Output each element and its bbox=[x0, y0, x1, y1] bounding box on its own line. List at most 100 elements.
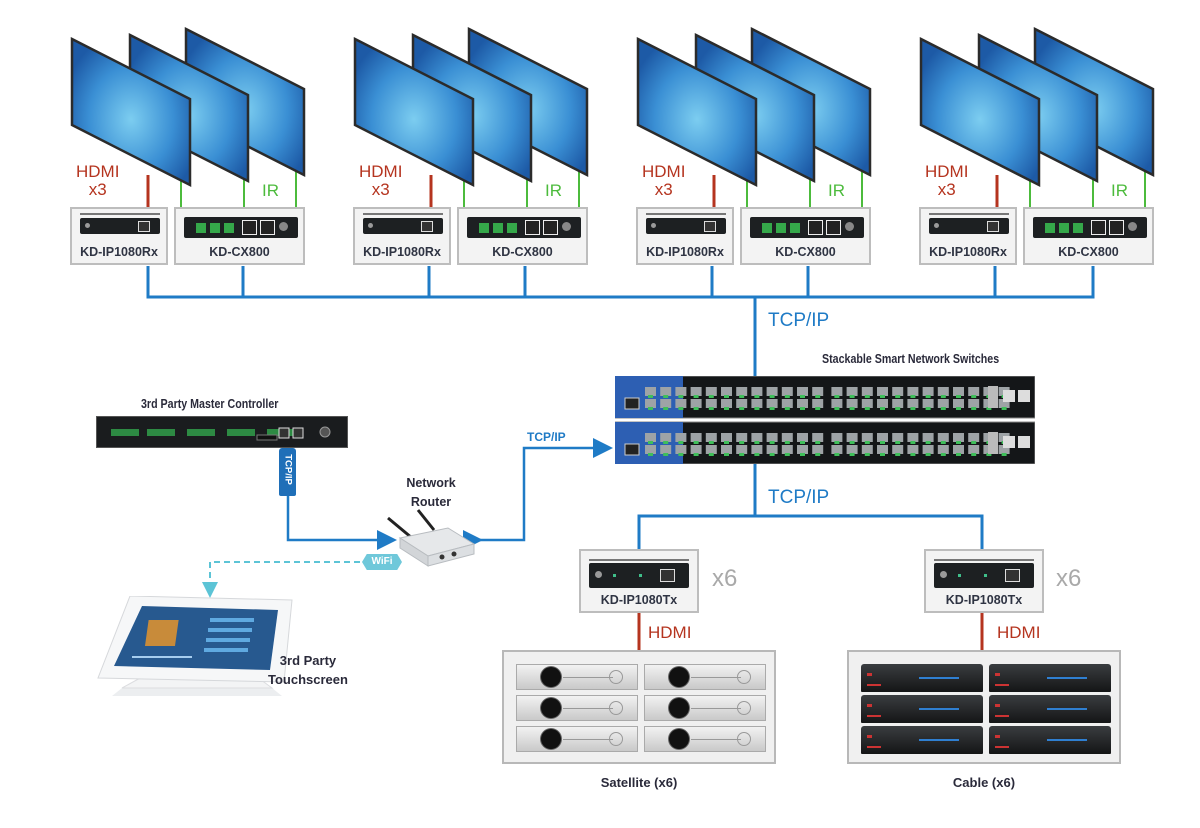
receiver-unit-image bbox=[80, 218, 160, 234]
satellite-receiver bbox=[516, 726, 638, 752]
switch-caption: Stackable Smart Network Switches bbox=[822, 351, 1000, 366]
display-screen bbox=[919, 36, 1041, 188]
network-router-device bbox=[378, 508, 478, 568]
wifi-tag-text: WiFi bbox=[371, 556, 393, 567]
router-to-switch-link bbox=[463, 438, 613, 550]
tcp-ip-label-top: TCP/IP bbox=[768, 310, 830, 331]
hdmi-count: x3 bbox=[654, 180, 673, 199]
ir-label: IR bbox=[262, 181, 279, 200]
tcp-ip-label-bottom: TCP/IP bbox=[768, 487, 830, 508]
satellite-receiver bbox=[644, 726, 766, 752]
transmitter-unit-image bbox=[934, 563, 1034, 588]
router-caption-line2: Router bbox=[410, 495, 452, 509]
transmitter-device: KD-IP1080Tx bbox=[579, 549, 699, 613]
cable-box bbox=[989, 726, 1111, 754]
router-caption-line1: Network bbox=[406, 476, 456, 490]
hdmi-label-text: HDMI bbox=[642, 162, 686, 181]
control-device: KD-CX800 bbox=[457, 207, 588, 265]
wifi-link bbox=[202, 561, 400, 598]
tx-split bbox=[637, 514, 984, 550]
hdmi-label: HDMI bbox=[648, 623, 692, 642]
control-unit-image bbox=[1033, 217, 1147, 238]
control-device: KD-CX800 bbox=[1023, 207, 1154, 265]
router-antenna bbox=[387, 516, 413, 540]
control-device: KD-CX800 bbox=[740, 207, 871, 265]
ir-label: IR bbox=[1111, 181, 1128, 200]
hdmi-count: x3 bbox=[88, 180, 107, 199]
satellite-receiver bbox=[516, 664, 638, 690]
touchscreen-caption-line1: 3rd Party bbox=[279, 653, 337, 668]
receiver-unit-image bbox=[363, 218, 443, 234]
hdmi-label: HDMI bbox=[997, 623, 1041, 642]
receiver-device: KD-IP1080Rx bbox=[636, 207, 734, 265]
control-unit-image bbox=[750, 217, 864, 238]
hdmi-label-text: HDMI bbox=[925, 162, 969, 181]
receiver-device: KD-IP1080Rx bbox=[919, 207, 1017, 265]
cable-box bbox=[989, 695, 1111, 723]
hdmi-label-text: HDMI bbox=[359, 162, 403, 181]
receiver-device: KD-IP1080Rx bbox=[353, 207, 451, 265]
ir-label: IR bbox=[545, 181, 562, 200]
receiver-model: KD-IP1080Rx bbox=[646, 245, 724, 259]
satellite-caption: Satellite (x6) bbox=[600, 775, 678, 790]
ir-label: IR bbox=[828, 181, 845, 200]
master-controller-caption: 3rd Party Master Controller bbox=[141, 396, 279, 411]
cable-box bbox=[861, 695, 983, 723]
hdmi-count: x3 bbox=[937, 180, 956, 199]
control-unit-image bbox=[467, 217, 581, 238]
tcp-ip-label-router-link: TCP/IP bbox=[527, 430, 566, 444]
satellite-receiver bbox=[644, 664, 766, 690]
bus-drops bbox=[241, 266, 997, 297]
control-model: KD-CX800 bbox=[1058, 245, 1119, 259]
display-screen bbox=[353, 36, 475, 188]
receiver-model: KD-IP1080Rx bbox=[363, 245, 441, 259]
transmitter-model: KD-IP1080Tx bbox=[600, 593, 678, 607]
transmitter-multiplier: x6 bbox=[1056, 565, 1082, 592]
cable-box bbox=[989, 664, 1111, 692]
tcp-ip-bus-top bbox=[146, 266, 1095, 299]
transmitter-device: KD-IP1080Tx bbox=[924, 549, 1044, 613]
network-switch bbox=[614, 421, 1036, 465]
receiver-model: KD-IP1080Rx bbox=[929, 245, 1007, 259]
network-switch-stack bbox=[614, 375, 1036, 465]
router-caption: Network Router bbox=[400, 474, 462, 512]
cable-box bbox=[861, 726, 983, 754]
transmitter-multiplier: x6 bbox=[712, 565, 738, 592]
cable-caption: Cable (x6) bbox=[952, 775, 1016, 790]
network-switch bbox=[614, 375, 1036, 419]
touchscreen-caption: 3rd Party Touchscreen bbox=[268, 651, 348, 689]
tcp-ip-tag-text: TCP/IP bbox=[282, 454, 294, 485]
control-model: KD-CX800 bbox=[209, 245, 270, 259]
control-model: KD-CX800 bbox=[492, 245, 553, 259]
satellite-receiver bbox=[644, 695, 766, 721]
display-screen bbox=[70, 36, 192, 188]
receiver-device: KD-IP1080Rx bbox=[70, 207, 168, 265]
hdmi-label-text: HDMI bbox=[76, 162, 120, 181]
receiver-model: KD-IP1080Rx bbox=[80, 245, 158, 259]
router-antenna bbox=[416, 509, 436, 531]
controller-to-router-link bbox=[286, 495, 397, 550]
transmitter-model: KD-IP1080Tx bbox=[945, 593, 1023, 607]
receiver-unit-image bbox=[646, 218, 726, 234]
satellite-receivers-group bbox=[502, 650, 776, 764]
control-unit-image bbox=[184, 217, 298, 238]
transmitter-unit-image bbox=[589, 563, 689, 588]
touchscreen-device bbox=[92, 595, 302, 696]
display-screen bbox=[636, 36, 758, 188]
cable-box bbox=[861, 664, 983, 692]
control-model: KD-CX800 bbox=[775, 245, 836, 259]
control-device: KD-CX800 bbox=[174, 207, 305, 265]
hdmi-count: x3 bbox=[371, 180, 390, 199]
cable-receivers-group bbox=[847, 650, 1121, 764]
master-controller-device bbox=[96, 416, 348, 448]
